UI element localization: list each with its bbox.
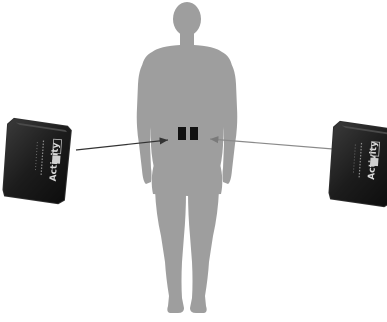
left-activity-monitor-device-icon: Activity bbox=[2, 118, 72, 204]
human-silhouette-icon bbox=[137, 2, 238, 313]
right-activity-monitor-device-icon: Activity bbox=[328, 121, 387, 207]
left-hip-sensor bbox=[178, 127, 186, 140]
right-hip-sensor bbox=[190, 127, 198, 140]
